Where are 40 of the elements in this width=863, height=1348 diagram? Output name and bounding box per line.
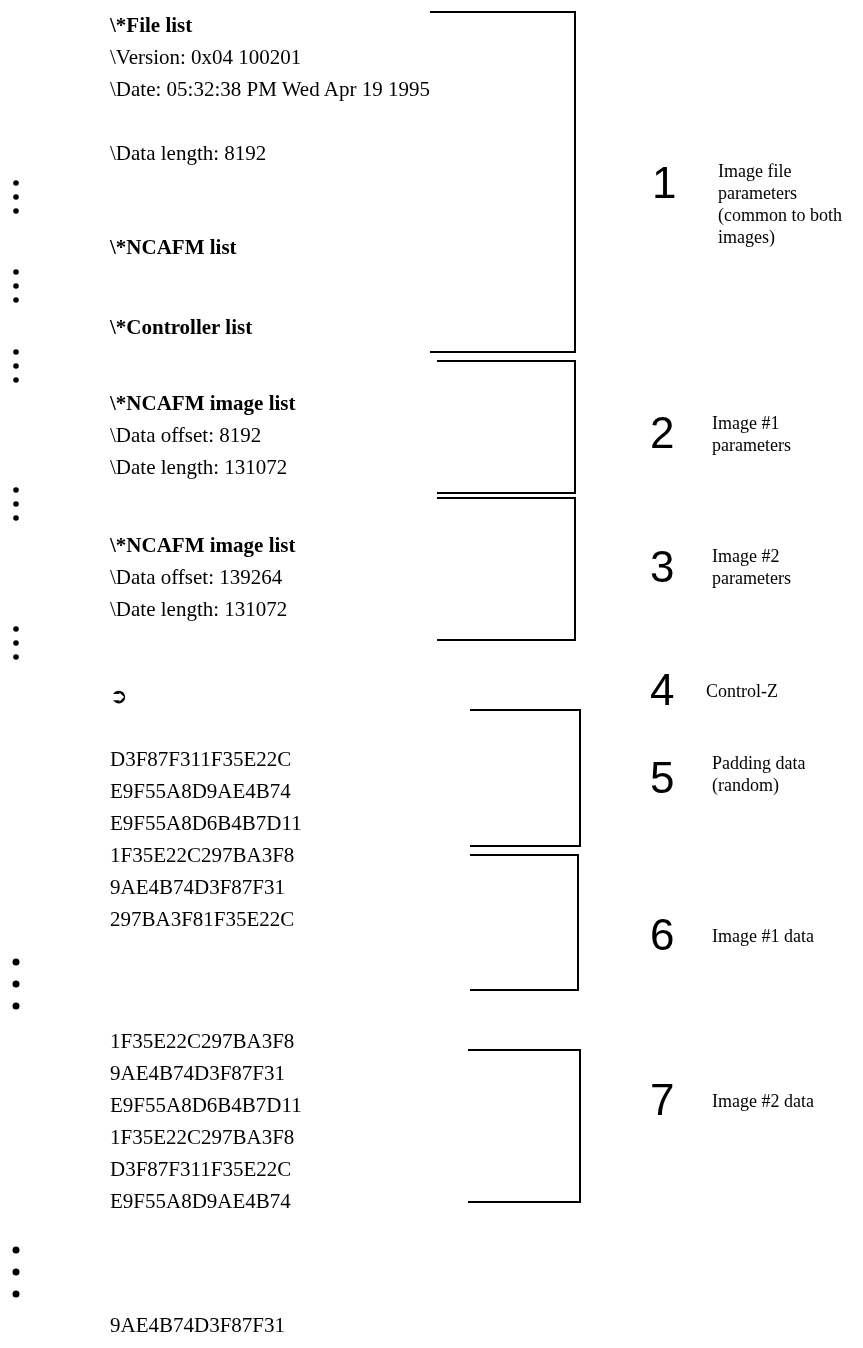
section-description: Control-Z <box>706 680 779 702</box>
section-heading: \*NCAFM list <box>110 234 237 261</box>
section-description: Image #1 data <box>712 925 815 947</box>
section-number: 2 <box>650 411 675 455</box>
hex-data-line: E9F55A8D9AE4B74 <box>110 1188 291 1215</box>
hex-data-line: 297BA3F81F35E22C <box>110 906 295 933</box>
section-number: 4 <box>650 668 675 712</box>
section-heading: \*Controller list <box>110 314 253 341</box>
field-text: \Data offset: 139264 <box>110 564 283 591</box>
section-heading: \*File list <box>110 12 193 39</box>
hex-data-line: E9F55A8D6B4B7D11 <box>110 1092 302 1119</box>
field-text: \Date length: 131072 <box>110 596 288 623</box>
hex-data-line: E9F55A8D6B4B7D11 <box>110 810 302 837</box>
field-text: \Version: 0x04 100201 <box>110 44 302 71</box>
section-description: Padding data (random) <box>712 752 807 796</box>
hex-data-line: 1F35E22C297BA3F8 <box>110 1124 295 1151</box>
section-description: Image #2 data <box>712 1090 815 1112</box>
hex-data-line: 9AE4B74D3F87F31 <box>110 1312 286 1339</box>
section-number: 6 <box>650 913 675 957</box>
section-heading: \*NCAFM image list <box>110 390 296 417</box>
section-description: Image #1 parameters <box>712 412 792 456</box>
field-text: \Date: 05:32:38 PM Wed Apr 19 1995 <box>110 76 431 103</box>
hex-data-line: 9AE4B74D3F87F31 <box>110 1060 286 1087</box>
hex-data-line: 1F35E22C297BA3F8 <box>110 842 295 869</box>
section-number: 1 <box>652 161 677 205</box>
section-number: 5 <box>650 756 675 800</box>
section-description: Image file parameters (common to both images) <box>718 160 843 248</box>
arrow-glyph: ➲ <box>110 683 128 710</box>
hex-data-line: D3F87F311F35E22C <box>110 1156 292 1183</box>
hex-data-line: D3F87F311F35E22C <box>110 746 292 773</box>
section-heading: \*NCAFM image list <box>110 532 296 559</box>
hex-data-line: E9F55A8D9AE4B74 <box>110 778 291 805</box>
field-text: \Date length: 131072 <box>110 454 288 481</box>
section-number: 3 <box>650 545 675 589</box>
section-number: 7 <box>650 1078 675 1122</box>
hex-data-line: 9AE4B74D3F87F31 <box>110 874 286 901</box>
field-text: \Data length: 8192 <box>110 140 267 167</box>
section-description: Image #2 parameters <box>712 545 792 589</box>
hex-data-line: 1F35E22C297BA3F8 <box>110 1028 295 1055</box>
field-text: \Data offset: 8192 <box>110 422 262 449</box>
